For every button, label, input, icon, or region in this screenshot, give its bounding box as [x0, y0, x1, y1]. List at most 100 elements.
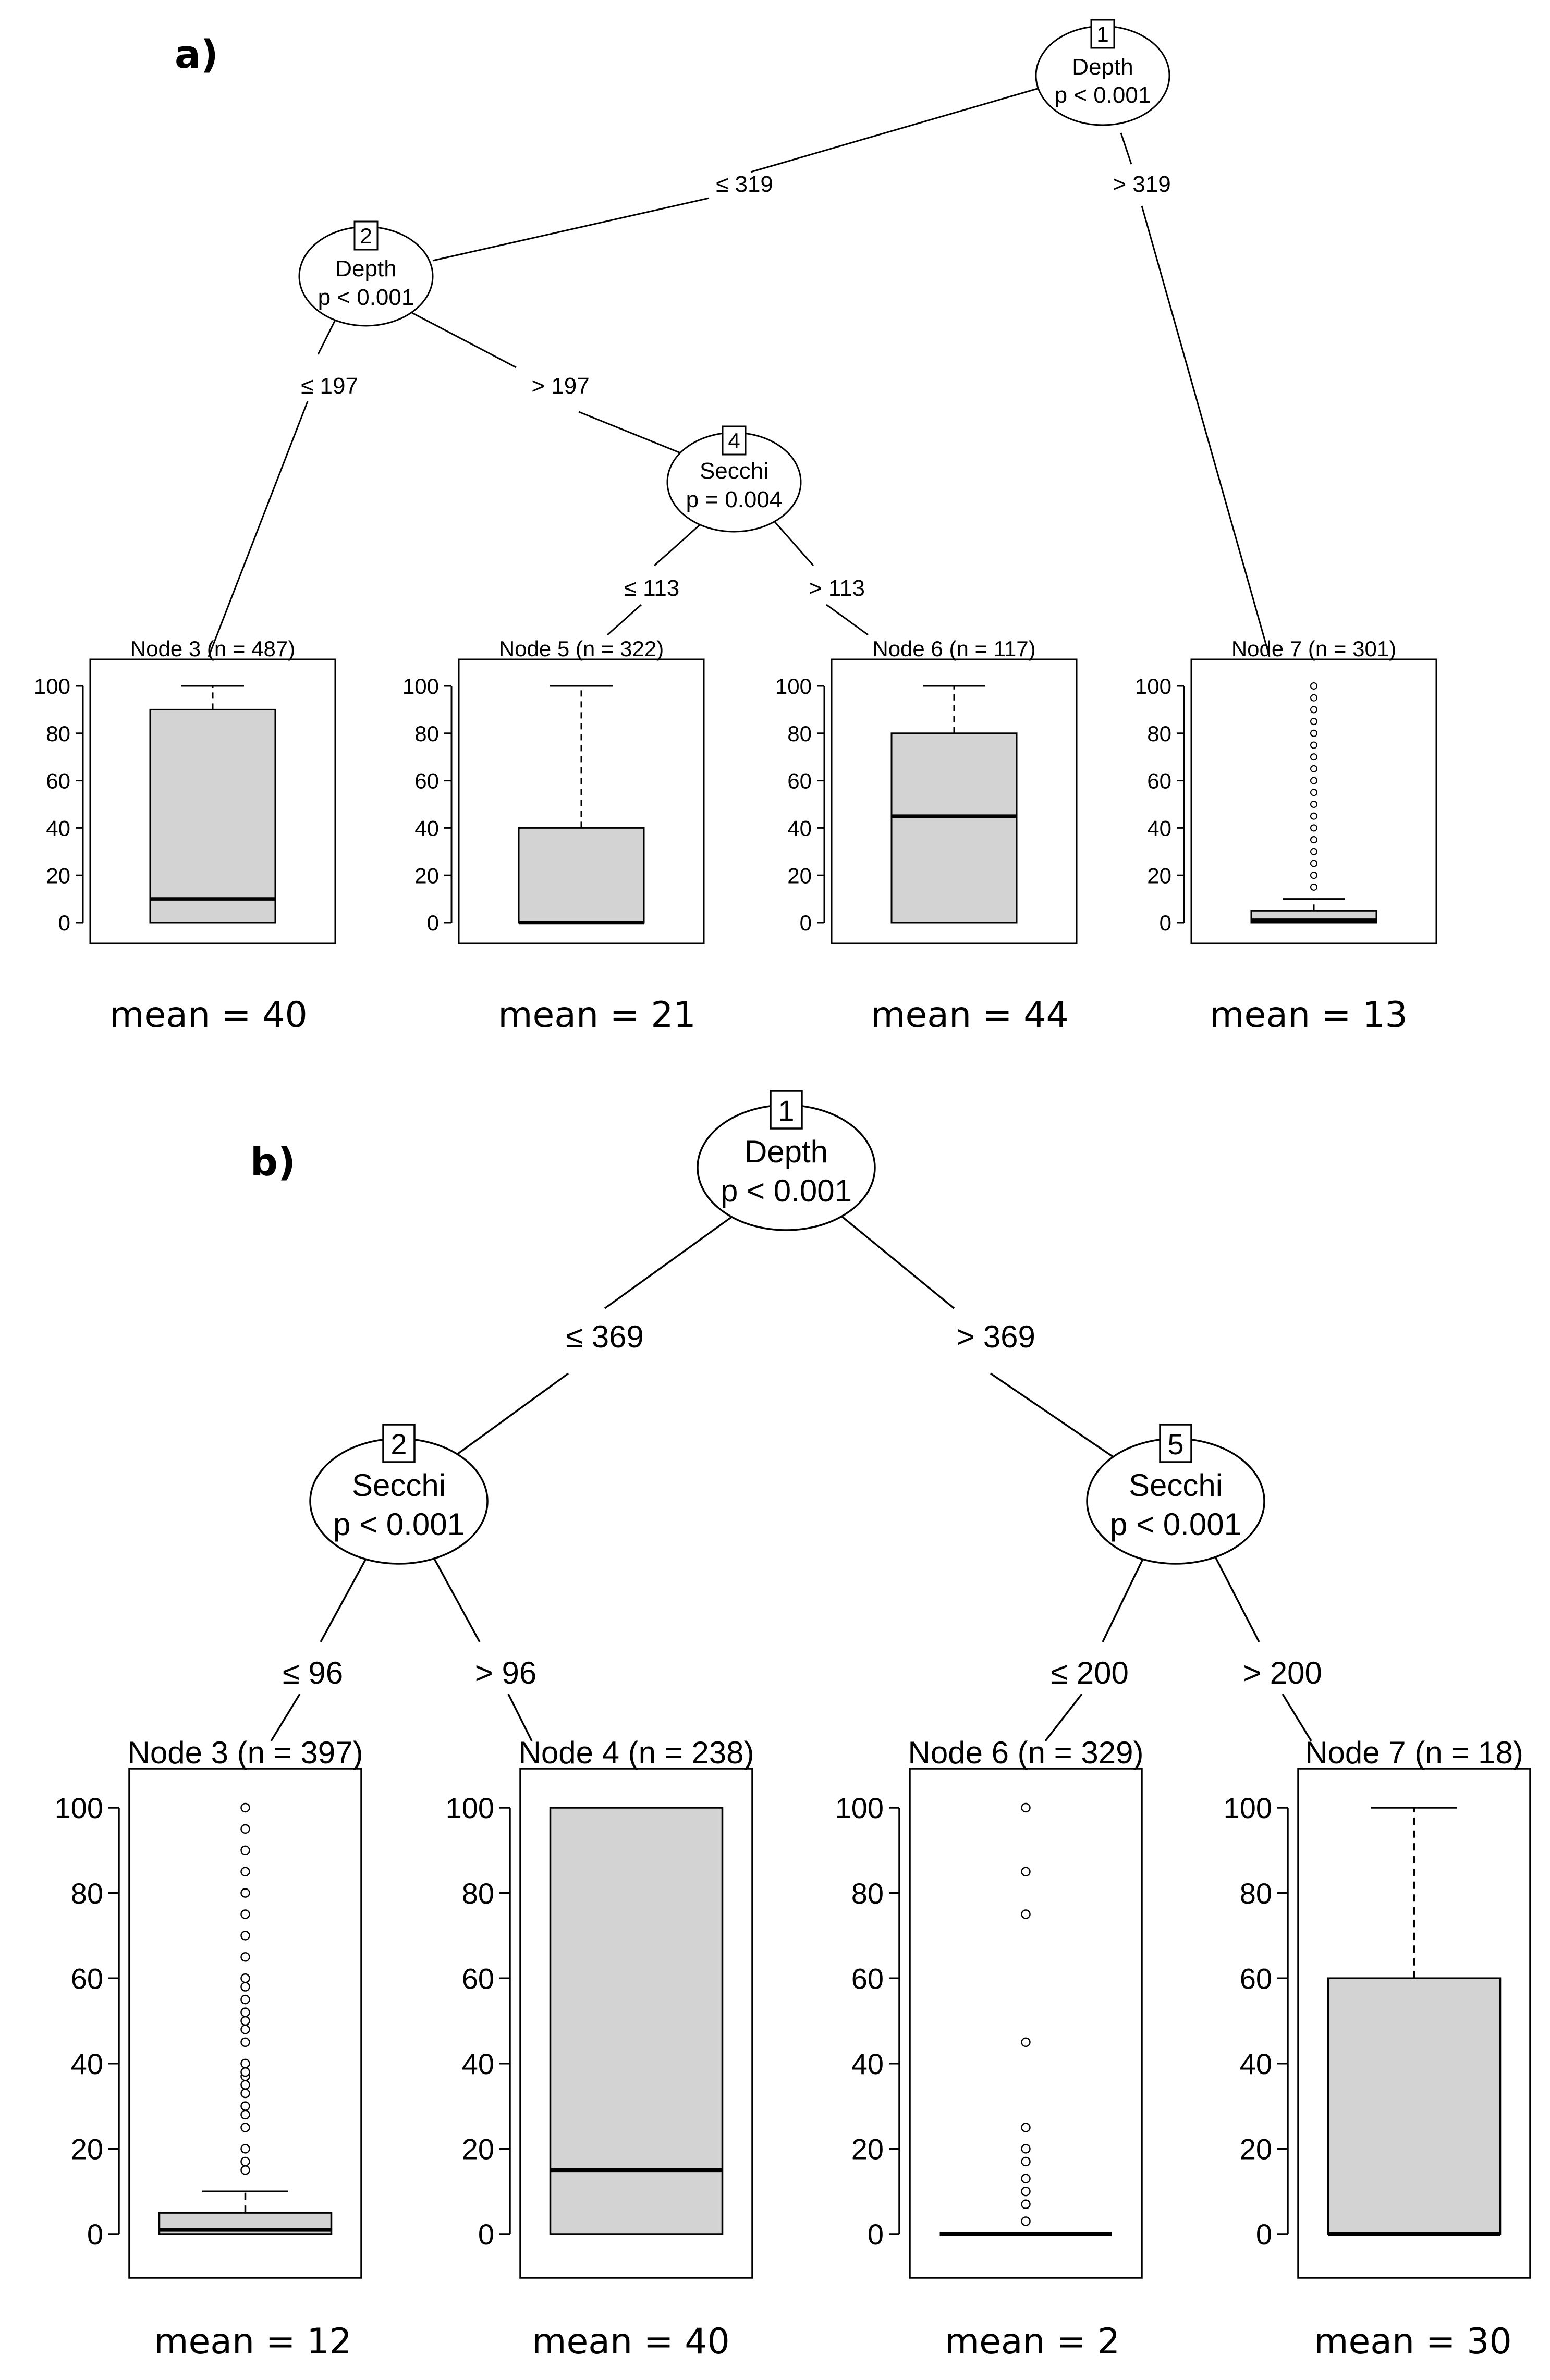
- y-tick-label: 40: [462, 2047, 494, 2080]
- outlier-point: [240, 2088, 250, 2099]
- y-tick-label: 80: [462, 1877, 494, 1910]
- y-tick-label: 0: [868, 2218, 884, 2251]
- node-pvalue: p = 0.004: [686, 487, 783, 512]
- y-tick-label: 0: [478, 2218, 494, 2251]
- outlier-point: [240, 2016, 250, 2026]
- edge-line: [453, 1372, 569, 1458]
- node-id-box: [1090, 19, 1115, 49]
- y-tick-label: 0: [1160, 911, 1171, 935]
- node-mean: mean = 40: [532, 2321, 730, 2362]
- outlier-point: [240, 1867, 250, 1876]
- outlier-point: [1310, 765, 1318, 772]
- edge-line: [653, 520, 705, 567]
- outlier-point: [240, 2165, 250, 2175]
- edge-label: > 369: [956, 1319, 1035, 1354]
- outlier-point: [1310, 860, 1318, 867]
- outlier-point: [240, 2080, 250, 2090]
- y-tick-label: 80: [851, 1877, 884, 1910]
- panel-b: b) ≤ 369 > 369 ≤ 96 > 96 ≤ 200 > 200: [55, 1090, 1531, 2362]
- outlier-point: [1310, 824, 1318, 832]
- outlier-point: [1310, 872, 1318, 879]
- outlier-point: [240, 1888, 250, 1898]
- y-tick-label: 60: [1240, 1962, 1272, 1995]
- panel-a-label: a): [175, 32, 218, 77]
- edge-line: [1282, 1694, 1312, 1741]
- outlier-point: [240, 2123, 250, 2132]
- y-tick-label: 100: [1224, 1792, 1272, 1824]
- box-iqr: [518, 827, 645, 924]
- outlier-point: [1310, 789, 1318, 796]
- node-variable: Secchi: [1129, 1468, 1223, 1503]
- y-tick-label: 20: [462, 2133, 494, 2166]
- y-tick-label: 0: [58, 911, 70, 935]
- edge-label: ≤ 319: [716, 171, 773, 197]
- outlier-point: [1021, 1867, 1031, 1876]
- edge-label: ≤ 369: [566, 1319, 644, 1354]
- outlier-point: [1021, 2123, 1031, 2132]
- y-tick-label: 20: [71, 2133, 103, 2166]
- node-id-box: [353, 220, 379, 251]
- edge-line: [604, 1213, 736, 1309]
- node-title: Node 6 (n = 329): [908, 1735, 1144, 1770]
- y-tick-label: 60: [851, 1962, 884, 1995]
- edge-label: ≤ 113: [624, 575, 680, 601]
- node-mean: mean = 13: [1210, 995, 1408, 1036]
- node-variable: Secchi: [700, 458, 768, 484]
- edge-line: [750, 88, 1038, 173]
- outlier-point: [1310, 777, 1318, 784]
- outlier-point: [1310, 800, 1318, 808]
- edge-line: [826, 604, 869, 636]
- node-id-box: [722, 425, 747, 456]
- outlier-point: [1310, 848, 1318, 855]
- y-tick-label: 80: [414, 721, 439, 746]
- outlier-point: [240, 1802, 250, 1813]
- outlier-point: [1021, 2156, 1031, 2167]
- node-variable: Depth: [1072, 54, 1133, 80]
- outlier-point: [240, 1931, 250, 1941]
- y-tick-label: 40: [46, 816, 70, 841]
- edge-label: > 113: [809, 575, 865, 601]
- edge-line: [1102, 1555, 1145, 1642]
- outlier-point: [1021, 2199, 1031, 2209]
- y-tick-label: 100: [1135, 674, 1171, 698]
- node-mean: mean = 30: [1314, 2321, 1512, 2362]
- y-tick-label: 20: [1240, 2133, 1272, 2166]
- outlier-point: [240, 2058, 250, 2069]
- y-tick-label: 100: [402, 674, 439, 698]
- node-title: Node 3 (n = 487): [130, 636, 295, 661]
- outlier-point: [240, 1909, 250, 1919]
- y-tick-label: 80: [71, 1877, 103, 1910]
- outlier-point: [240, 1982, 250, 1992]
- inner-node: 2 Secchi p < 0.001: [309, 1424, 489, 1565]
- outlier-point: [240, 2144, 250, 2154]
- y-tick-label: 0: [87, 2218, 103, 2251]
- outlier-point: [240, 1824, 250, 1834]
- inner-node: 2 Depth p < 0.001: [298, 220, 434, 327]
- node-mean: mean = 2: [945, 2321, 1120, 2362]
- edge-label: ≤ 96: [283, 1655, 343, 1690]
- panel-a: a) ≤ 319 > 319 ≤ 197 > 197 ≤ 113 > 113: [34, 19, 1437, 1036]
- outlier-point: [1310, 682, 1318, 690]
- outlier-point: [1310, 836, 1318, 844]
- node-variable: Depth: [335, 256, 396, 281]
- y-tick-label: 20: [414, 863, 439, 888]
- box-iqr: [890, 732, 1018, 924]
- y-tick-label: 0: [800, 911, 812, 935]
- node-variable: Depth: [745, 1134, 828, 1169]
- node-mean: mean = 12: [154, 2321, 352, 2362]
- node-pvalue: p < 0.001: [1110, 1507, 1241, 1542]
- y-tick-label: 40: [787, 816, 812, 841]
- node-title: Node 4 (n = 238): [519, 1735, 754, 1770]
- outlier-point: [1021, 2216, 1031, 2226]
- edge-label: > 200: [1243, 1655, 1322, 1690]
- y-tick-label: 60: [71, 1962, 103, 1995]
- y-tick-label: 100: [446, 1792, 494, 1824]
- y-tick-label: 80: [46, 721, 70, 746]
- node-id: 2: [360, 224, 372, 248]
- edge-label: > 96: [475, 1655, 536, 1690]
